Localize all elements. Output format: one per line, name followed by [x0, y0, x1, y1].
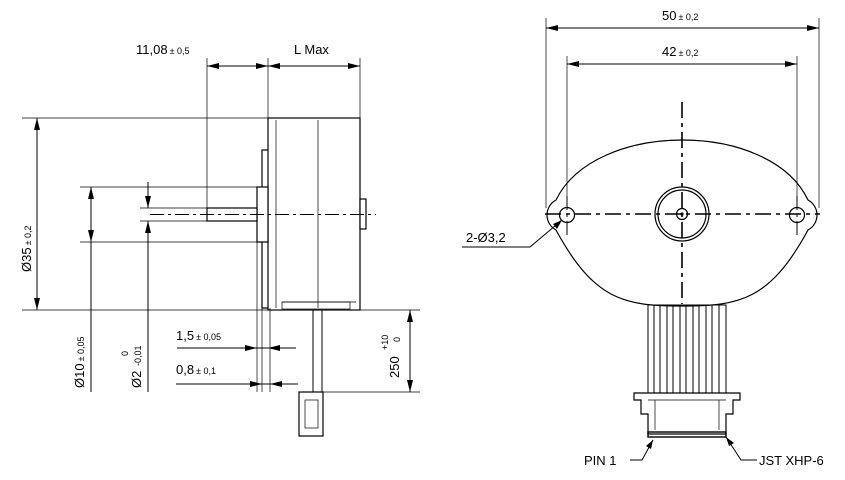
mount-holes-leader	[462, 219, 563, 248]
front-view: 50± 0,2 42± 0,2 2-Ø3,2 PIN 1 JST XHP-6	[462, 8, 824, 468]
arrow	[268, 345, 280, 351]
arrow	[270, 381, 282, 387]
front-connector	[633, 392, 741, 438]
cable-length-tol-lower: 0	[392, 337, 402, 342]
connector-leader	[725, 436, 757, 461]
cable-length-label: 250	[387, 356, 402, 378]
arrow	[726, 437, 734, 446]
side-connector-latch	[304, 399, 319, 429]
boss-diameter-label: Ø10± 0,05	[72, 336, 87, 388]
arrow	[145, 196, 151, 208]
body-diameter-label: Ø35± 0,2	[19, 225, 34, 272]
arrow	[34, 298, 40, 310]
shaft-diameter-label: Ø2	[129, 371, 144, 388]
ribbon-wires	[647, 304, 727, 394]
cable-exit-slot	[281, 301, 351, 310]
arrow	[553, 220, 562, 229]
arrow	[207, 63, 219, 69]
arrow	[268, 63, 280, 69]
shaft-length-label: 11,08± 0,5	[136, 42, 190, 57]
arrow	[88, 230, 94, 242]
arrow	[256, 63, 268, 69]
arrow	[407, 310, 413, 322]
arrow	[245, 345, 257, 351]
flange-width-label: 50± 0,2	[662, 8, 698, 23]
connector-label: JST XHP-6	[759, 453, 824, 468]
arrow	[646, 440, 653, 449]
boss-height-label: 1,5± 0,05	[176, 328, 221, 343]
side-connector	[298, 391, 324, 437]
shaft-diameter-tol-upper: 0	[120, 351, 130, 356]
pin1-label: PIN 1	[584, 453, 617, 468]
arrow	[546, 25, 558, 31]
body-length-label: L Max	[294, 42, 329, 57]
arrow	[348, 63, 360, 69]
arrow	[250, 381, 262, 387]
arrow	[34, 118, 40, 130]
mount-holes-label: 2-Ø3,2	[466, 230, 506, 245]
flange-thickness-label: 0,8± 0,1	[176, 362, 216, 377]
arrow	[785, 61, 797, 67]
hole-spacing-label: 42± 0,2	[662, 44, 698, 59]
arrow	[807, 25, 819, 31]
cable-length-tol-upper: +10	[380, 335, 390, 350]
shaft-diameter-tol-lower: -0,01	[133, 345, 143, 366]
arrow	[567, 61, 579, 67]
arrow	[88, 187, 94, 199]
arrow	[145, 221, 151, 233]
arrow	[407, 380, 413, 392]
side-view: Ø35± 0,2 Ø10± 0,05 Ø2 0 -0,01 11,08± 0,5…	[19, 42, 420, 437]
